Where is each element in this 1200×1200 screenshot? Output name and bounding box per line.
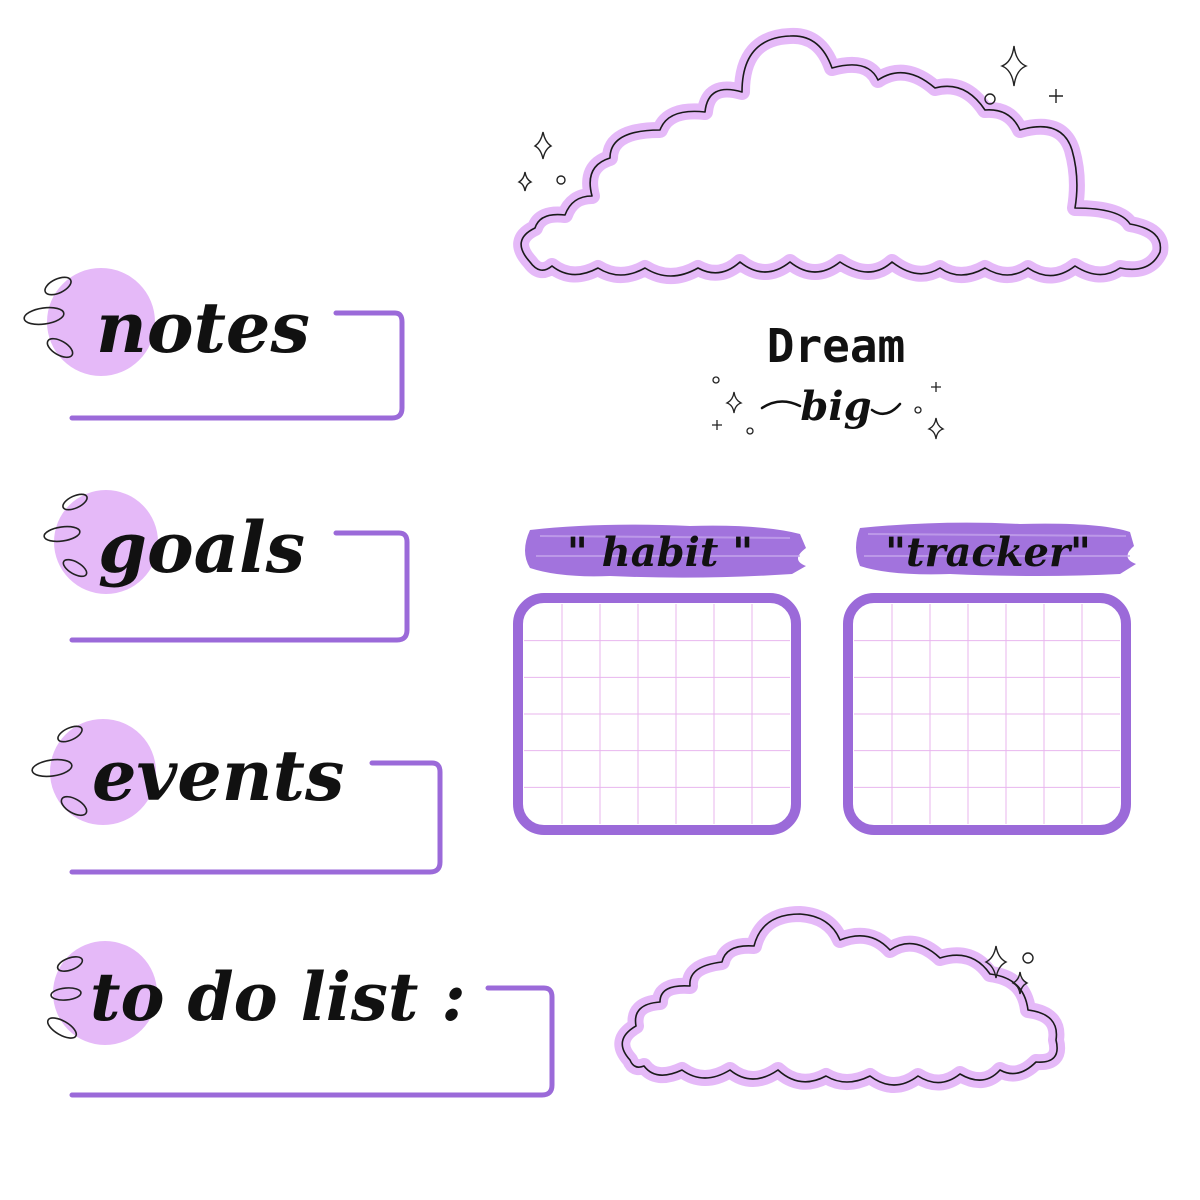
circle-icon bbox=[556, 175, 566, 185]
leaf-icon bbox=[43, 493, 88, 578]
goals-frame bbox=[69, 530, 410, 643]
notes-frame bbox=[69, 310, 405, 421]
big-subtitle: big bbox=[800, 383, 871, 430]
sparkle-icon bbox=[517, 171, 533, 192]
plus-icon bbox=[1049, 89, 1063, 103]
goals-label-group: goals bbox=[43, 490, 410, 643]
leaf-icon bbox=[46, 956, 84, 1039]
sparkle-icon bbox=[533, 131, 553, 160]
goals-title: goals bbox=[98, 506, 305, 589]
circle-icon bbox=[712, 376, 720, 384]
todo-title: to do list : bbox=[90, 958, 466, 1036]
dream-big-quote: Dream big bbox=[712, 319, 945, 440]
plus-icon bbox=[931, 382, 941, 392]
sparkle-icon bbox=[927, 417, 945, 440]
circle-icon bbox=[1022, 952, 1034, 964]
circle-icon bbox=[746, 427, 754, 435]
todo-label-group: to do list : bbox=[46, 941, 555, 1098]
dream-headline: Dream bbox=[767, 319, 905, 373]
sparkle-icon bbox=[984, 945, 1008, 979]
sparkle-icon bbox=[1011, 971, 1029, 995]
lilac-circle bbox=[53, 941, 157, 1045]
events-frame bbox=[69, 760, 443, 875]
tracker-title: "tracker" bbox=[885, 529, 1091, 576]
notes-label-group: notes bbox=[23, 268, 405, 421]
leaf-icon bbox=[23, 276, 74, 359]
events-label-group: events bbox=[31, 719, 443, 875]
grid-lines-left bbox=[524, 604, 790, 824]
circle-icon bbox=[914, 406, 922, 414]
todo-frame bbox=[69, 985, 555, 1098]
sparkle-icon bbox=[1000, 45, 1028, 87]
cloud-large bbox=[513, 27, 1169, 284]
cloud-small bbox=[614, 906, 1065, 1093]
habit-title: " habit " bbox=[567, 529, 753, 576]
grid-lines-right bbox=[854, 604, 1120, 824]
lilac-circle bbox=[54, 490, 158, 594]
sparkle-icon bbox=[725, 391, 743, 414]
plus-icon bbox=[712, 420, 722, 430]
habit-tracker: " habit " "tracker" bbox=[513, 522, 1136, 835]
circle-icon bbox=[984, 93, 996, 105]
notes-title: notes bbox=[96, 286, 310, 369]
events-title: events bbox=[92, 734, 344, 817]
leaf-icon bbox=[31, 725, 88, 817]
lilac-circle bbox=[47, 268, 155, 376]
